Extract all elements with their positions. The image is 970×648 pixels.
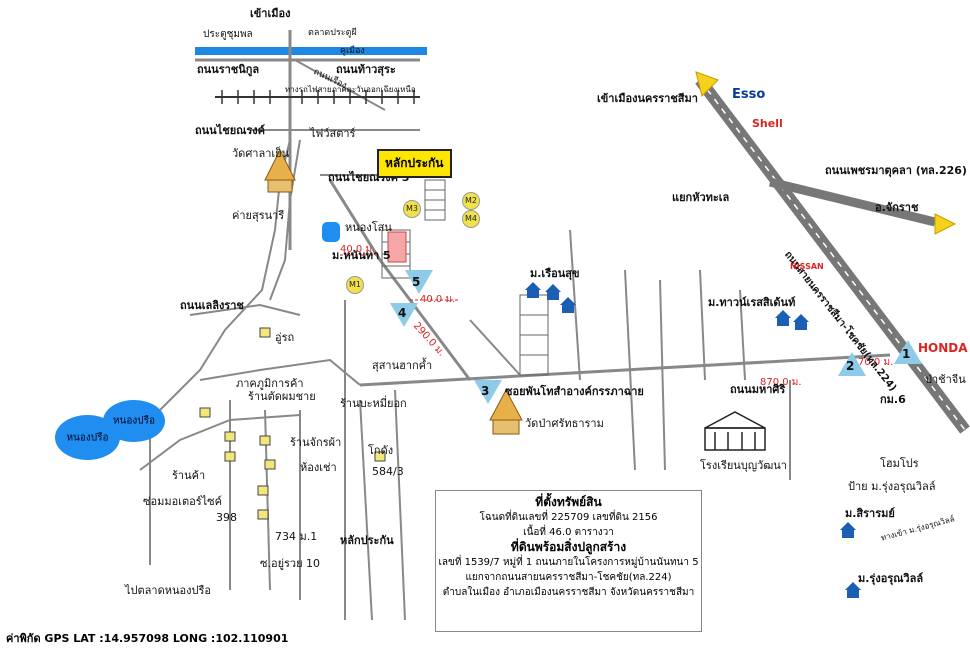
distance-870: 870.0 ม. bbox=[760, 377, 802, 388]
warehouse-label: โกดัง bbox=[368, 444, 394, 457]
km6-label: กม.6 bbox=[880, 393, 906, 406]
kudmueang-label: คูเมือง bbox=[340, 46, 365, 56]
soi-tai-label: ซอยพันโทสำอางค์กรรภาฉาย bbox=[505, 385, 644, 398]
tailor-label: ร้านจักรผ้า bbox=[290, 436, 342, 449]
camp-suranaree-label: ค่ายสุรนารี bbox=[232, 209, 285, 222]
ratchanikul-road-label: ถนนราชนิกูล bbox=[197, 63, 260, 76]
marker-m2: M2 bbox=[462, 192, 480, 210]
homepro-label: โฮมโปร bbox=[880, 457, 919, 470]
info-area: เนื้อที่ 46.0 ตารางวา bbox=[523, 527, 614, 538]
info-address: เลขที่ 1539/7 หมู่ที่ 1 ถนนภายในโครงการห… bbox=[438, 557, 699, 568]
chakkarat-label: อ.จักราช bbox=[875, 201, 919, 214]
property-info-box: ที่ตั้งทรัพย์สิน โฉนดที่ดินเลขที่ 225709… bbox=[435, 490, 702, 632]
pond-right-label: หนองปรือ bbox=[112, 415, 156, 427]
point-1-number: 1 bbox=[902, 347, 911, 361]
school-label: โรงเรียนบุญวัฒนา bbox=[700, 459, 787, 472]
point-5-number: 5 bbox=[412, 275, 421, 289]
canal bbox=[195, 47, 427, 55]
point-5-marker bbox=[405, 270, 433, 294]
chainarong-road-top: ถนนไชยณรงค์ bbox=[195, 124, 265, 137]
to-nakhon-label: เข้าเมืองนครราชสีมา bbox=[597, 92, 698, 105]
pratu-phi-market-label: ตลาดประตูผี bbox=[308, 28, 357, 38]
rungaroon-label: ม.รุ่งอรุณวิลล์ bbox=[858, 572, 924, 585]
info-junction: แยกจากถนนสายนครราชสีมา-โชคชัย(ทล.224) bbox=[465, 572, 672, 583]
no-398-label: 398 bbox=[216, 511, 237, 524]
boundary-post-label: หลักประกัน bbox=[340, 534, 394, 547]
to-market-label: ไปตลาดหนองปรือ bbox=[125, 584, 211, 597]
nong-son-label: หนองโสน bbox=[345, 221, 392, 234]
property-plot bbox=[387, 231, 407, 263]
townhouse-label: ม.ทาวน์เรสสิเด้นท์ bbox=[708, 296, 796, 309]
pond-right: หนองปรือ bbox=[103, 400, 165, 442]
marker-m4: M4 bbox=[462, 210, 480, 228]
no-584-label: 584/3 bbox=[372, 465, 404, 478]
tao-suranaree-road-label: ถนนท้าวสุระ bbox=[336, 63, 396, 76]
point-2-number: 2 bbox=[846, 359, 855, 373]
chumphon-gate-label: ประตูชุมพล bbox=[203, 29, 253, 40]
no-734-label: 734 ม.1 bbox=[275, 530, 318, 543]
rungaroon-sign-label: ป้าย ม.รุ่งอรุณวิลล์ bbox=[848, 480, 936, 493]
fire-station-label: ไฟว์สตาร์ bbox=[310, 127, 356, 140]
kamphaeng-road-label: ถนนเลลิงราช bbox=[180, 299, 244, 312]
mahasiri-road-label: ถนนมหาศิริ bbox=[730, 383, 786, 396]
nissan-logo: NISSAN bbox=[790, 262, 824, 271]
rent-label: ห้องเช่า bbox=[300, 461, 337, 474]
distance-40b: 40.0 ม. bbox=[420, 294, 456, 305]
ruean-suk-label: ม.เรือนสุข bbox=[530, 267, 580, 280]
wat-pa-label: วัดป่าศรัทธาราม bbox=[525, 417, 604, 430]
phetmatukla-road-label: ถนนเพชรมาตุคลา (ทล.226) bbox=[825, 164, 967, 177]
point-2-marker bbox=[838, 352, 866, 376]
point-3-number: 3 bbox=[481, 384, 490, 398]
store-label: ร้านค้า bbox=[172, 469, 206, 482]
pond-left-label: หนองปรือ bbox=[66, 432, 109, 443]
info-district: ตำบลในเมือง อำเภอเมืองนครราชสีมา จังหวัด… bbox=[442, 587, 695, 598]
distance-40a: 40.0 ม. bbox=[340, 244, 376, 255]
shell-logo: Shell bbox=[752, 117, 783, 130]
barber-label: ร้านตัดผมชาย bbox=[248, 390, 316, 403]
noodle-label: ร้านบะหมี่ยอก bbox=[340, 397, 407, 410]
distance-70: 70.0 ม. bbox=[858, 357, 894, 368]
hua-thale-label: แยกหัวทะเล bbox=[672, 191, 730, 204]
motor-label: ซ่อมมอเตอร์ไซค์ bbox=[143, 495, 222, 508]
point-3-marker bbox=[474, 380, 502, 404]
info-deed: โฉนดที่ดินเลขที่ 225709 เลขที่ดิน 2156 bbox=[479, 512, 658, 523]
to-city-label: เข้าเมือง bbox=[250, 7, 291, 20]
marker-m3: M3 bbox=[403, 200, 421, 218]
point-1-marker bbox=[894, 340, 922, 364]
kitchen-label: ภาคภูมิการค้า bbox=[236, 377, 304, 390]
soi-10-label: ซ.อยู่รวย 10 bbox=[260, 557, 321, 570]
pa-chan-label: ป่าช้าจีน bbox=[925, 373, 966, 386]
highway-226 bbox=[768, 177, 937, 227]
info-title-location: ที่ตั้งทรัพย์สิน bbox=[535, 495, 602, 509]
gps-coordinates: ค่าพิกัด GPS LAT :14.957098 LONG :102.11… bbox=[6, 632, 289, 645]
uru-label: อู่รถ bbox=[275, 331, 295, 344]
point-4-marker bbox=[390, 303, 418, 327]
chainarong-road-mid: ถนนไชยณรงค์ 3 bbox=[328, 171, 410, 184]
info-title-land: ที่ดินพร้อมสิ่งปลูกสร้าง bbox=[510, 540, 627, 554]
village5-label: ม.หนันทา 5 bbox=[332, 249, 391, 262]
collateral-badge: หลักประกัน bbox=[377, 149, 452, 178]
sirarom-label: ม.สิรารมย์ bbox=[845, 507, 895, 520]
marker-m1: M1 bbox=[346, 276, 364, 294]
railway-label: ทางรถไฟสายภาคตะวันออกเฉียงเหนือ bbox=[285, 85, 416, 94]
esso-logo: Esso bbox=[732, 87, 766, 102]
point-4-number: 4 bbox=[398, 306, 407, 320]
wat-sala-yen-label: วัดศาลาเย็น bbox=[232, 147, 290, 160]
honda-logo: HONDA bbox=[918, 341, 968, 355]
cemetery-label: สุสานฮากค้ำ bbox=[372, 359, 433, 372]
